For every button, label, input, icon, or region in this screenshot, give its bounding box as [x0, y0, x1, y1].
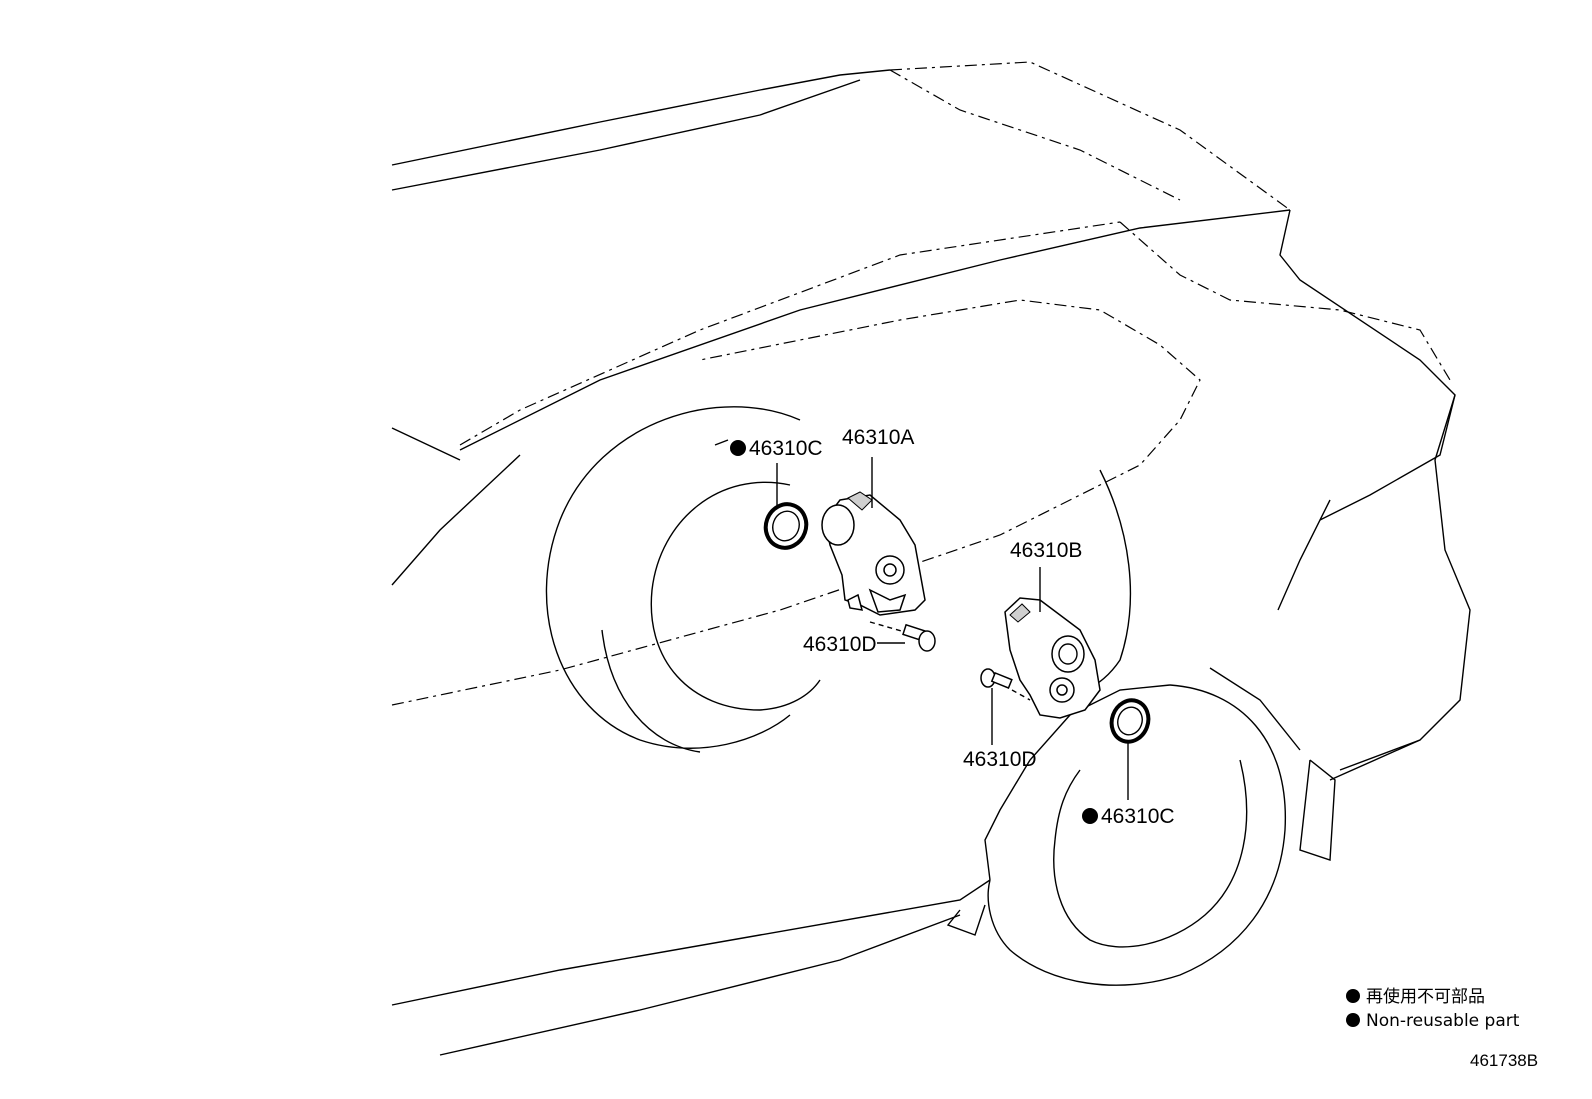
label-46310c-front: 46310C: [749, 437, 823, 460]
legend-text-en: Non-reusable part: [1366, 1011, 1520, 1031]
label-46310b: 46310B: [1010, 539, 1082, 562]
vehicle-body-outline: [391, 61, 1471, 1056]
actuator-46310a: [821, 491, 926, 616]
label-46310a: 46310A: [842, 426, 914, 449]
legend: 再使用不可部品 Non-reusable part: [1346, 986, 1520, 1031]
callout-labels: 46310C 46310A 46310D 46310B 46310D 46310…: [730, 426, 1175, 828]
front-wheel: [545, 406, 821, 753]
legend-bullet-en: [1346, 1013, 1360, 1027]
non-reusable-mark-front: [730, 440, 746, 456]
bolt-rear-46310d: [980, 668, 1031, 701]
non-reusable-mark-rear: [1082, 808, 1098, 824]
seal-rear-46310c: [1109, 698, 1151, 744]
seal-front-46310c: [763, 502, 809, 550]
legend-bullet-jp: [1346, 989, 1360, 1003]
figure-id: 461738B: [1470, 1051, 1538, 1070]
actuator-46310b: [1004, 597, 1101, 719]
legend-text-jp: 再使用不可部品: [1366, 986, 1485, 1007]
label-46310d-front: 46310D: [803, 633, 877, 656]
label-46310d-rear: 46310D: [963, 748, 1037, 771]
bolt-front-46310d: [869, 621, 936, 652]
leader-lines: [776, 457, 1129, 800]
label-46310c-rear: 46310C: [1101, 805, 1175, 828]
